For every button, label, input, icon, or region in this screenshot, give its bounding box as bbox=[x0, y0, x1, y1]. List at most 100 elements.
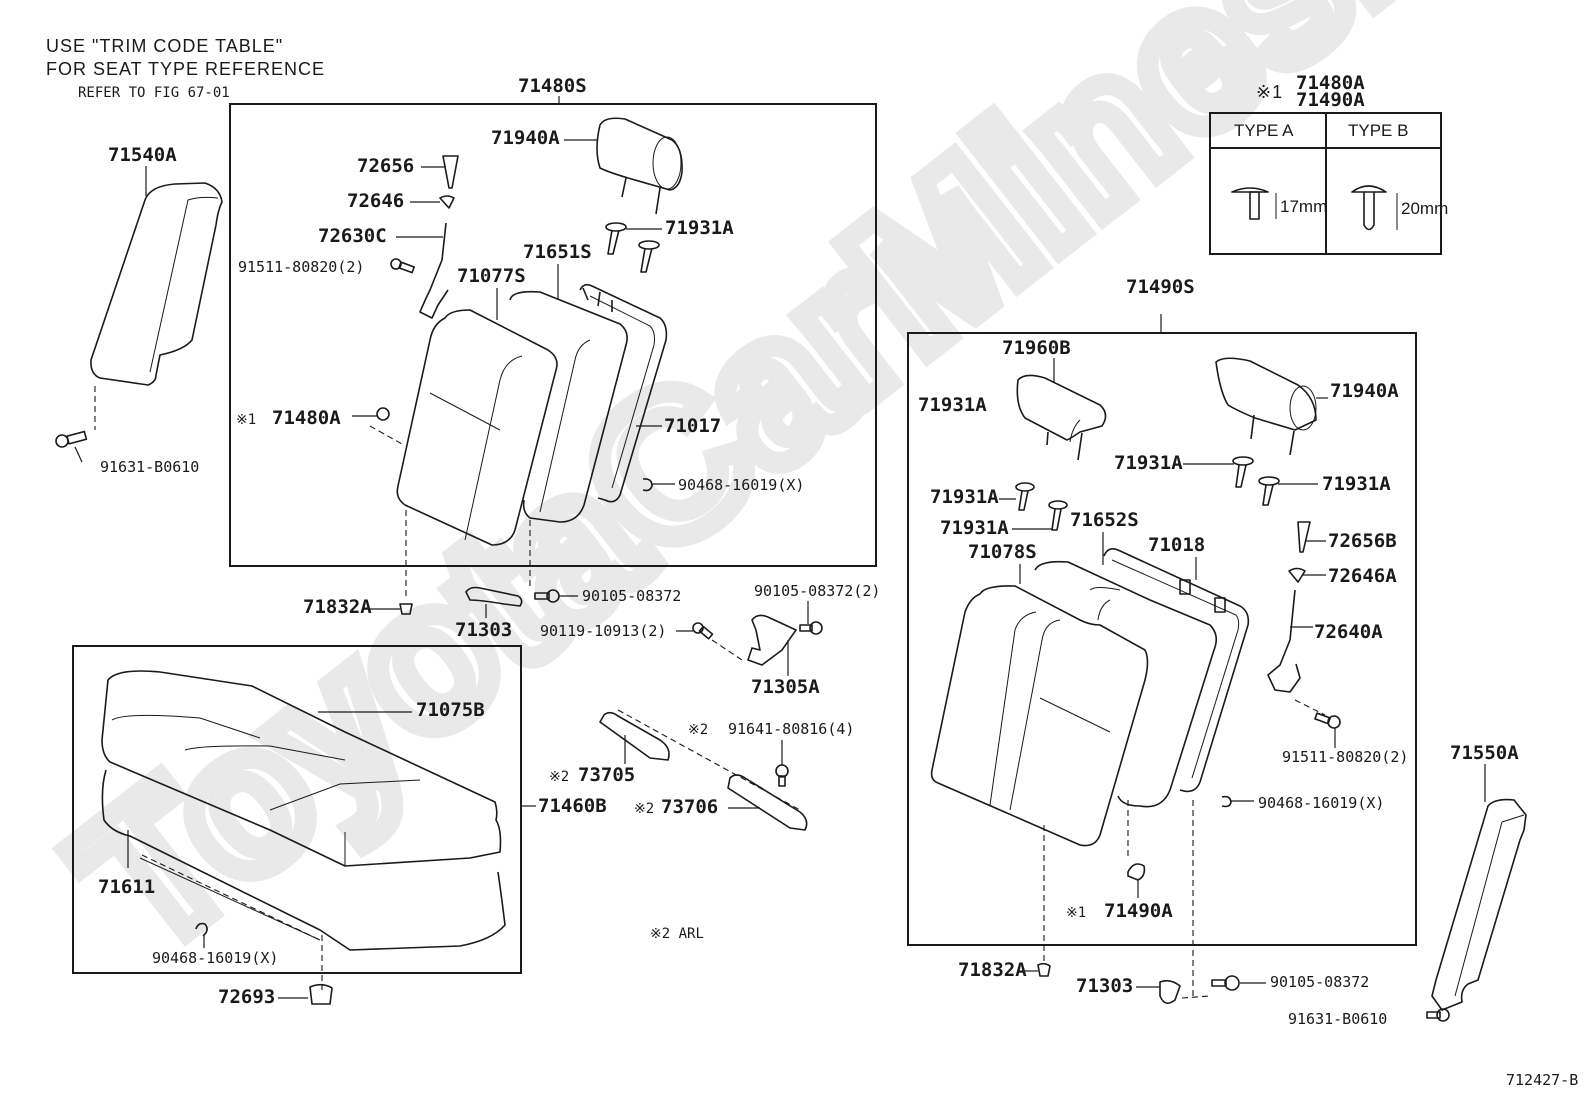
label-90105-08372-left: 90105-08372 bbox=[582, 587, 681, 605]
label-72693: 72693 bbox=[218, 986, 275, 1008]
child-anchor-bracket-73706 bbox=[727, 774, 808, 831]
headrest-right bbox=[1215, 357, 1317, 456]
cap-icon bbox=[309, 983, 333, 1005]
seatback-frame-left bbox=[579, 283, 668, 503]
seat-cushion-cover bbox=[101, 670, 502, 867]
assembly-box-71480S bbox=[229, 103, 877, 567]
headrest-support-icon bbox=[605, 222, 660, 273]
ref-mark-1-right: ※1 bbox=[1066, 905, 1086, 921]
label-71550A: 71550A bbox=[1450, 742, 1519, 764]
clip-type-a-icon bbox=[1231, 187, 1277, 220]
lock-cable-icon bbox=[419, 222, 449, 319]
clip-part-2: 71490A bbox=[1296, 89, 1365, 111]
label-71077S: 71077S bbox=[457, 265, 526, 287]
label-73706: 73706 bbox=[661, 796, 718, 818]
label-72630C: 72630C bbox=[318, 225, 387, 247]
assembly-box-71490S bbox=[907, 332, 1417, 946]
clip-icon bbox=[1127, 863, 1146, 881]
assembly-box-cushion bbox=[72, 645, 522, 974]
seatback-pad-left bbox=[509, 290, 628, 523]
bolt-icon bbox=[1426, 1008, 1450, 1022]
side-bolster-right: 71550A 91631-B0610 bbox=[1288, 742, 1527, 1028]
seat-cushion-pad bbox=[101, 769, 506, 951]
seatback-left-assembly: 71480S 71940A 72656 72646 72630C 91511-8… bbox=[229, 75, 877, 600]
label-71940A-right: 71940A bbox=[1330, 380, 1399, 402]
cap-icon bbox=[399, 603, 413, 615]
label-71940A-left: 71940A bbox=[491, 127, 560, 149]
label-90105-08372-mid: 90105-08372(2) bbox=[754, 582, 880, 600]
watermark: ToyotaCarMines.ru bbox=[39, 0, 1592, 994]
assembly-label-71480S: 71480S bbox=[518, 75, 587, 97]
side-bolster-left: 71540A 91631-B0610 bbox=[55, 144, 223, 476]
label-71480A-ref: 71480A bbox=[272, 407, 341, 429]
label-90468-16019-left: 90468-16019(X) bbox=[678, 476, 804, 494]
bolt-icon bbox=[1211, 975, 1240, 991]
seatback-cover-left bbox=[396, 309, 558, 546]
label-90468-16019-right: 90468-16019(X) bbox=[1258, 794, 1384, 812]
hog-ring-icon bbox=[1221, 795, 1232, 808]
hog-ring-icon bbox=[195, 922, 208, 937]
bolt-icon bbox=[692, 622, 714, 640]
label-71651S: 71651S bbox=[523, 241, 592, 263]
label-71832A-left: 71832A bbox=[303, 596, 372, 618]
label-73705: 73705 bbox=[578, 764, 635, 786]
headrest-support-icon bbox=[1015, 456, 1280, 531]
hinge-bracket-icon bbox=[747, 614, 797, 666]
label-91511-80820-right: 91511-80820(2) bbox=[1282, 748, 1408, 766]
figure-code: 712427-B bbox=[1506, 1071, 1578, 1089]
clip-type-a-length: 17mm bbox=[1280, 197, 1327, 216]
label-71303-right: 71303 bbox=[1076, 975, 1133, 997]
label-72656B: 72656B bbox=[1328, 530, 1397, 552]
label-72640A: 72640A bbox=[1314, 621, 1383, 643]
label-71931A-r2: 71931A bbox=[1114, 452, 1183, 474]
bolt-icon bbox=[799, 621, 823, 635]
ref-mark-2-73706: ※2 bbox=[634, 801, 654, 817]
label-71017: 71017 bbox=[664, 415, 721, 437]
footnote-arl: ※2 ARL bbox=[650, 926, 704, 942]
label-91631-B0610-left: 91631-B0610 bbox=[100, 458, 199, 476]
seatback-cover-right bbox=[930, 585, 1149, 847]
label-91641-80816: 91641-80816(4) bbox=[728, 720, 854, 738]
bolt-icon bbox=[55, 430, 88, 448]
ref-mark-2-91641: ※2 bbox=[688, 722, 708, 738]
clip-part-1: 71480A bbox=[1296, 72, 1365, 94]
assembly-label-71460B: 71460B bbox=[538, 795, 607, 817]
label-71540A: 71540A bbox=[108, 144, 177, 166]
clip-icon bbox=[376, 407, 390, 421]
label-71931A-r5: 71931A bbox=[940, 517, 1009, 539]
label-90105-08372-right: 90105-08372 bbox=[1270, 973, 1369, 991]
bolt-icon bbox=[1314, 712, 1341, 729]
seat-cushion-assembly: 71460B 71075B 71611 90468-16019(X) bbox=[72, 645, 607, 990]
headrest-left bbox=[596, 117, 683, 215]
headrest-guide-icon bbox=[442, 155, 459, 189]
ref-mark-2-73705: ※2 bbox=[549, 769, 569, 785]
label-71490A-ref: 71490A bbox=[1104, 900, 1173, 922]
seatback-right-assembly: 71490S 71960B 71931A 71940A bbox=[907, 276, 1417, 998]
label-71075B: 71075B bbox=[416, 699, 485, 721]
seatback-frame-right bbox=[1103, 548, 1250, 793]
cap-icon bbox=[1037, 962, 1051, 977]
seatback-pad-right bbox=[1034, 560, 1218, 808]
label-72656: 72656 bbox=[357, 155, 414, 177]
label-71931A-r4: 71931A bbox=[930, 486, 999, 508]
ref-mark-1-left: ※1 bbox=[236, 412, 256, 428]
label-71931A-r1: 71931A bbox=[918, 394, 987, 416]
clip-type-table: ※1 71480A 71490A TYPE A TYPE B 17mm 20mm bbox=[1209, 72, 1448, 255]
label-91511-80820-left: 91511-80820(2) bbox=[238, 258, 364, 276]
bolt-icon bbox=[390, 258, 415, 274]
clip-type-b-length: 20mm bbox=[1401, 199, 1448, 218]
label-72646: 72646 bbox=[347, 190, 404, 212]
hinge-bracket-icon bbox=[1159, 979, 1181, 1004]
note-line-1: USE "TRIM CODE TABLE" bbox=[46, 36, 283, 56]
assembly-label-71490S: 71490S bbox=[1126, 276, 1195, 298]
clip-type-b-label: TYPE B bbox=[1348, 121, 1408, 140]
label-71303-left: 71303 bbox=[455, 619, 512, 641]
label-71960B: 71960B bbox=[1002, 337, 1071, 359]
label-71931A-left: 71931A bbox=[665, 217, 734, 239]
clip-ref-mark: ※1 bbox=[1256, 82, 1283, 102]
label-71305A: 71305A bbox=[751, 676, 820, 698]
label-90468-16019-cushion: 90468-16019(X) bbox=[152, 949, 278, 967]
hog-ring-icon bbox=[642, 478, 653, 492]
label-71832A-right: 71832A bbox=[958, 959, 1027, 981]
